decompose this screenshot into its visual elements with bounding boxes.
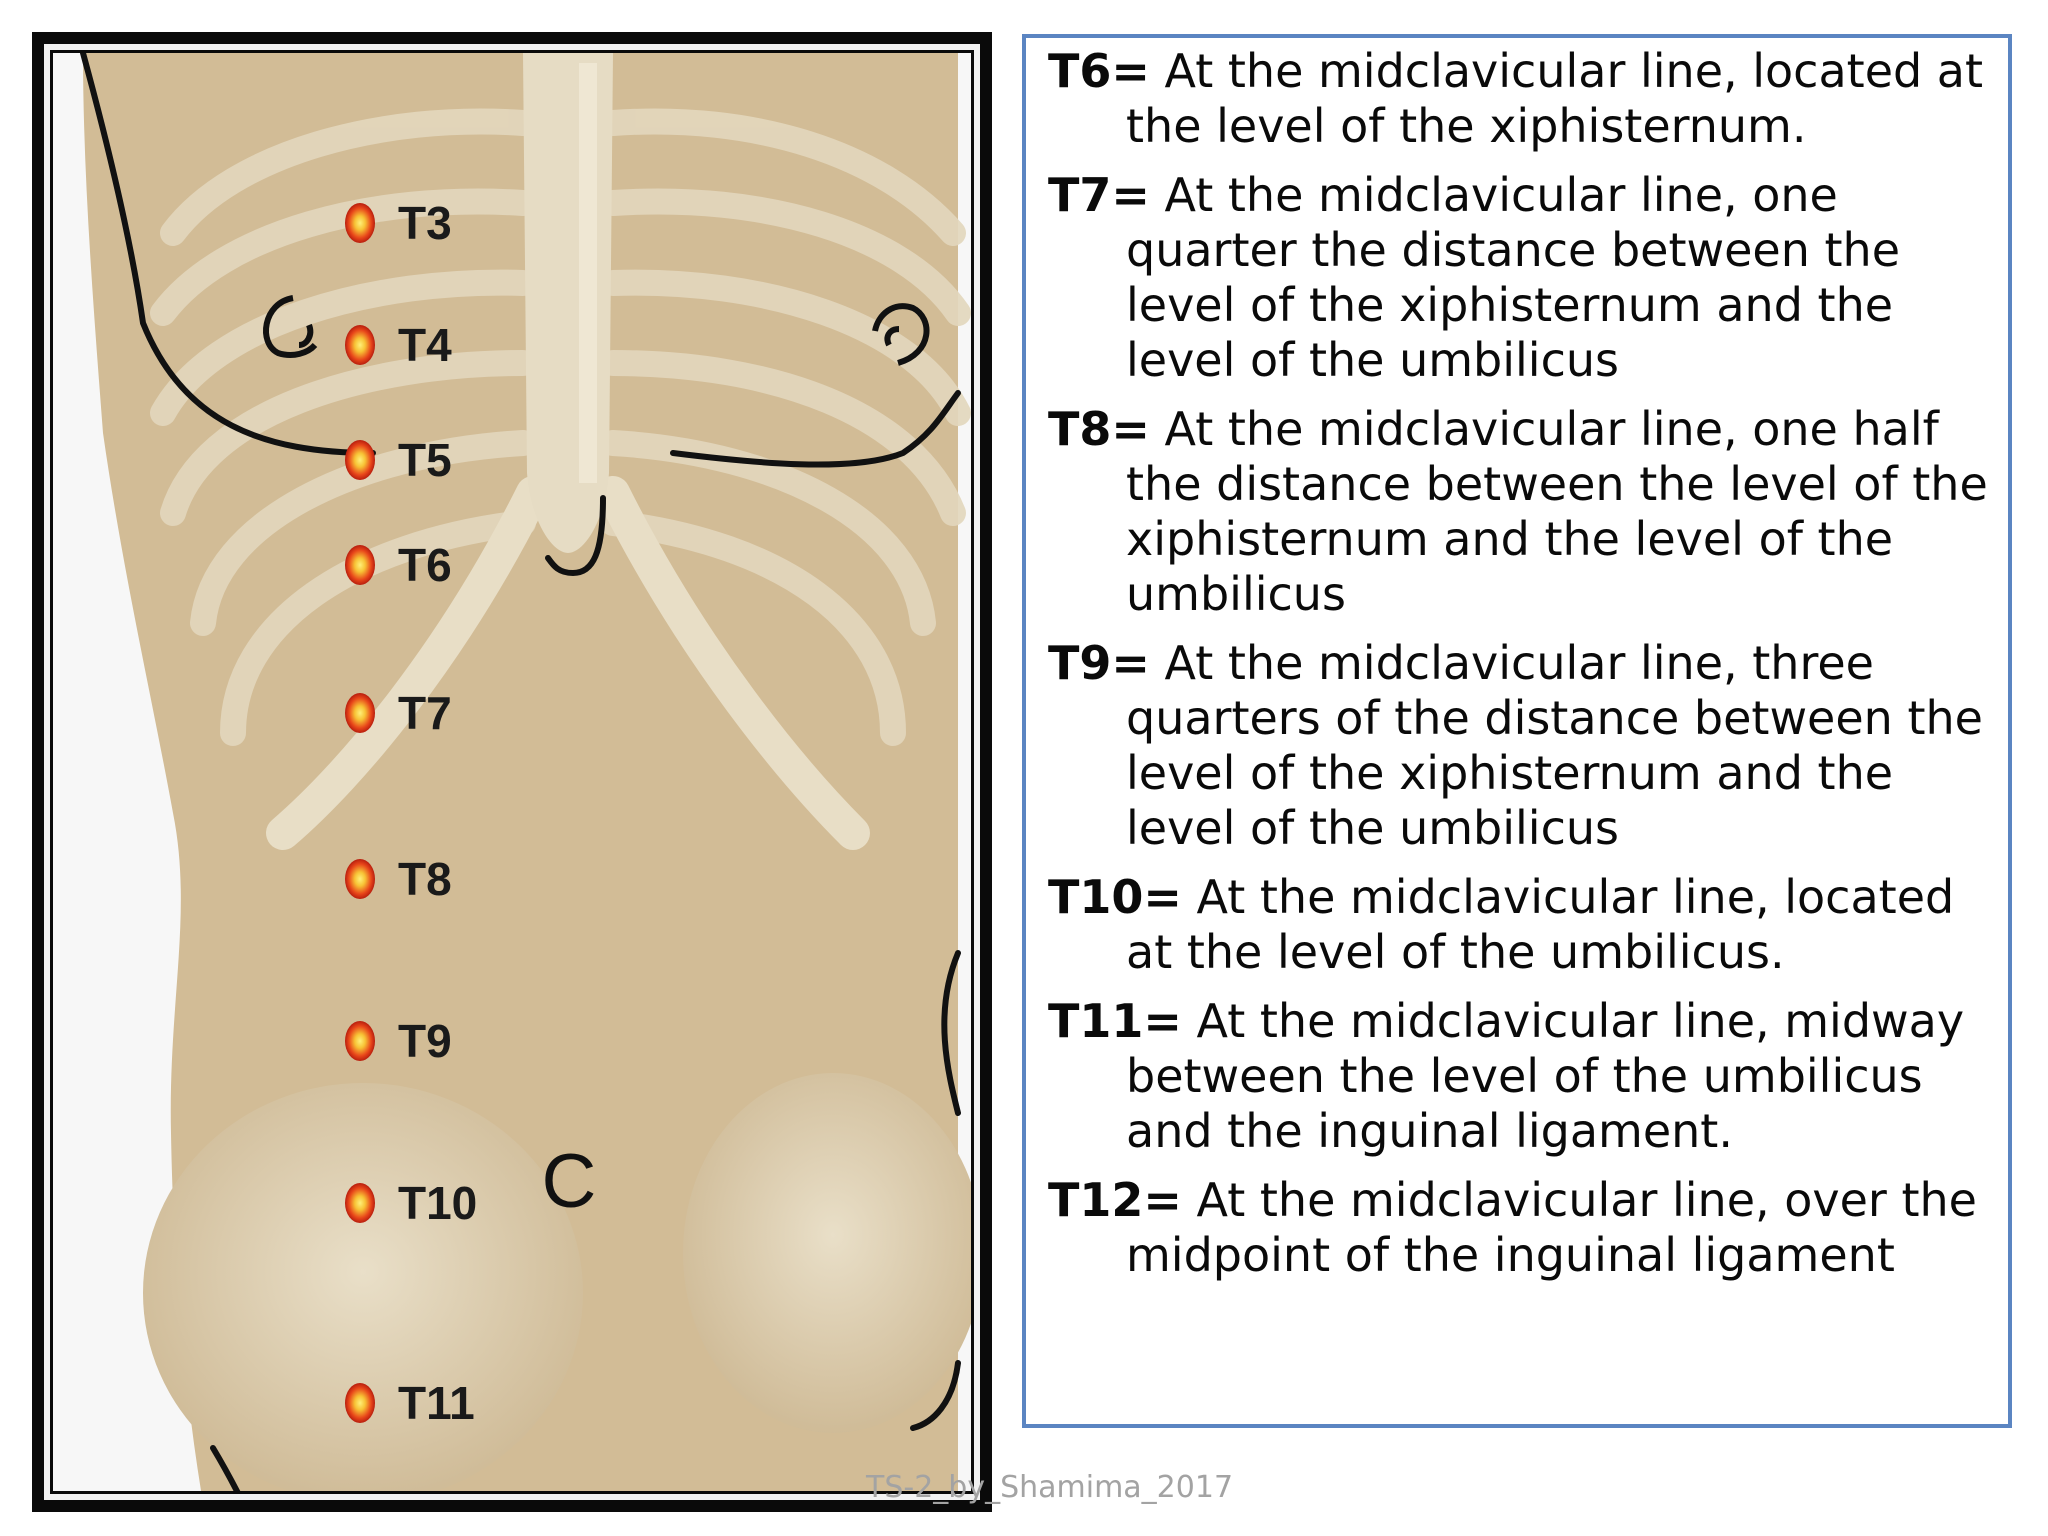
pelvis-right	[683, 1073, 971, 1433]
marker-label-t5: T5	[398, 434, 452, 486]
marker-label-t7: T7	[398, 687, 452, 739]
definition-item: T8= At the midclavicular line, one half …	[1048, 402, 1988, 622]
sternum	[523, 53, 613, 553]
marker-dot-t8	[345, 859, 375, 899]
costal-margin	[266, 476, 870, 850]
marker-dot-t3	[345, 203, 375, 243]
nipple-left	[263, 295, 318, 358]
definition-item: T10= At the midclavicular line, located …	[1048, 870, 1988, 980]
definition-level: T7=	[1048, 168, 1150, 222]
definitions-panel: T6= At the midclavicular line, located a…	[1022, 34, 2012, 1428]
marker-dot-t11	[345, 1383, 375, 1423]
marker-label-t11: T11	[398, 1377, 475, 1429]
definition-item: T9= At the midclavicular line, three qua…	[1048, 636, 1988, 856]
definition-level: T12=	[1048, 1173, 1182, 1227]
definition-item: T12= At the midclavicular line, over the…	[1048, 1173, 1988, 1283]
marker-label-t8: T8	[398, 853, 452, 905]
definition-text: At the midclavicular line, located at th…	[1126, 44, 1984, 153]
marker-dot-t7	[345, 693, 375, 733]
footer-credit: TS-2_by_Shamima_2017	[866, 1470, 1234, 1505]
definition-text: At the midclavicular line, one quarter t…	[1126, 168, 1901, 387]
marker-label-t3: T3	[398, 197, 452, 249]
marker-label-t6: T6	[398, 539, 452, 591]
marker-dot-t4	[345, 325, 375, 365]
marker-label-t4: T4	[398, 319, 452, 371]
definition-text: At the midclavicular line, three quarter…	[1126, 636, 1983, 855]
marker-label-t10: T10	[398, 1177, 477, 1229]
marker-dot-t6	[345, 545, 375, 585]
definition-text: At the midclavicular line, midway betwee…	[1126, 994, 1965, 1158]
definition-level: T6=	[1048, 44, 1150, 98]
definition-item: T11= At the midclavicular line, midway b…	[1048, 994, 1988, 1159]
marker-dot-t5	[345, 440, 375, 480]
marker-dot-t10	[345, 1183, 375, 1223]
definition-level: T10=	[1048, 870, 1182, 924]
marker-dot-t9	[345, 1021, 375, 1061]
pelvis-left	[143, 1083, 583, 1491]
marker-label-t9: T9	[398, 1015, 452, 1067]
definition-item: T7= At the midclavicular line, one quart…	[1048, 168, 1988, 388]
definition-item: T6= At the midclavicular line, located a…	[1048, 44, 1988, 154]
umbilicus-glyph: C	[542, 1139, 597, 1224]
definition-level: T11=	[1048, 994, 1182, 1048]
definition-text: At the midclavicular line, one half the …	[1126, 402, 1988, 621]
rib-cage	[150, 108, 971, 746]
definition-level: T8=	[1048, 402, 1150, 456]
nipple-right	[872, 303, 930, 366]
definition-level: T9=	[1048, 636, 1150, 690]
body-outlines	[80, 53, 961, 1491]
definition-text: At the midclavicular line, located at th…	[1126, 870, 1955, 979]
definition-text: At the midclavicular line, over the midp…	[1126, 1173, 1977, 1282]
